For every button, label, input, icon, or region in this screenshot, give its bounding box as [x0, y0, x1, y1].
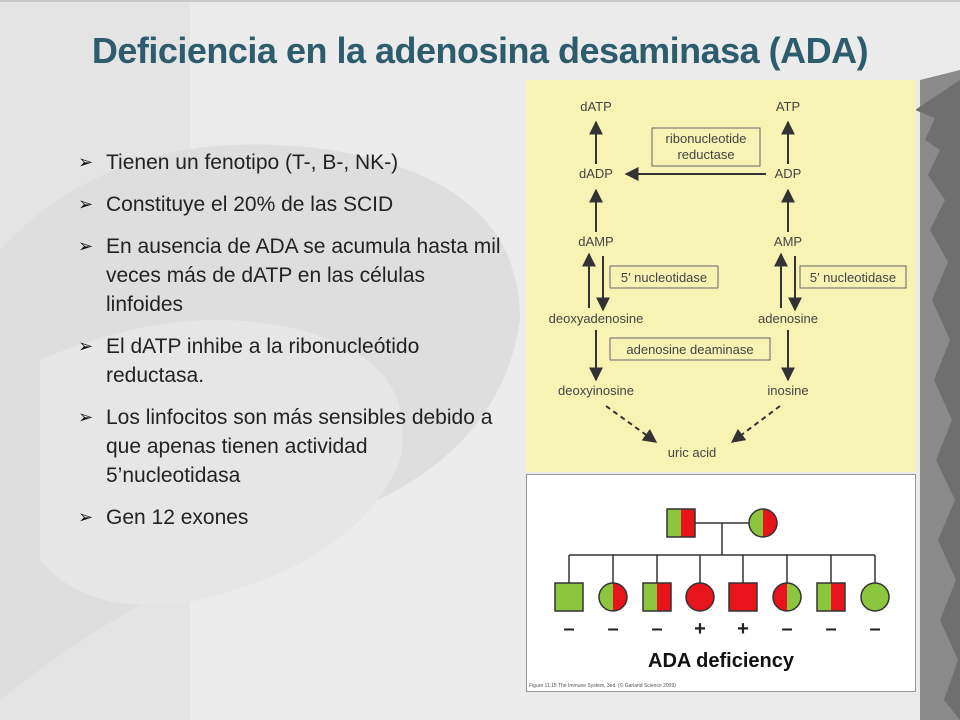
child-1-unaffected-male: [554, 582, 584, 612]
label-datp: dATP: [580, 99, 612, 114]
svg-text:5′ nucleotidase: 5′ nucleotidase: [621, 270, 707, 285]
father-carrier: [666, 508, 696, 538]
enzyme-box-5nt-right: 5′ nucleotidase: [799, 265, 907, 289]
label-uric-acid: uric acid: [668, 445, 716, 460]
bullet-list: ➢Tienen un fenotipo (T-, B-, NK-) ➢Const…: [76, 148, 506, 545]
svg-text:ribonucleotide: ribonucleotide: [666, 131, 747, 146]
bullet-item: ➢Tienen un fenotipo (T-, B-, NK-): [76, 148, 506, 177]
enzyme-box-ada: adenosine deaminase: [609, 337, 771, 361]
child-3-carrier-male: [642, 582, 672, 612]
svg-text:adenosine deaminase: adenosine deaminase: [626, 342, 753, 357]
sign-8: –: [869, 618, 880, 640]
label-adp: ADP: [775, 166, 802, 181]
svg-text:5′ nucleotidase: 5′ nucleotidase: [810, 270, 896, 285]
sign-6: –: [781, 618, 792, 640]
arrow-bullet-icon: ➢: [78, 236, 94, 256]
label-inosine: inosine: [767, 383, 808, 398]
bullet-item: ➢El dATP inhibe a la ribonucleótido redu…: [76, 332, 506, 390]
mother-carrier: [748, 508, 778, 538]
bullet-item: ➢Constituye el 20% de las SCID: [76, 190, 506, 219]
child-2-carrier-female: [598, 582, 628, 612]
sign-4: +: [694, 618, 706, 640]
label-deoxyinosine: deoxyinosine: [558, 383, 634, 398]
child-7-carrier-male: [816, 582, 846, 612]
sign-2: –: [607, 618, 618, 640]
bullet-item: ➢Gen 12 exones: [76, 503, 506, 532]
pathway-svg: dATP dADP dAMP deoxyadenosine deoxyinosi…: [549, 99, 907, 460]
figure-credit: Figure 11.15 The Immune System, 3ed. (© …: [529, 682, 676, 689]
sign-5: +: [737, 618, 749, 640]
arrow-bullet-icon: ➢: [78, 152, 94, 172]
enzyme-box-5nt-left: 5′ nucleotidase: [609, 265, 719, 289]
bullet-item: ➢Los linfocitos son más sensibles debido…: [76, 403, 506, 490]
genotype-signs: – – – + + – – –: [563, 618, 880, 640]
bullet-item: ➢En ausencia de ADA se acumula hasta mil…: [76, 232, 506, 319]
label-damp: dAMP: [578, 234, 613, 249]
pedigree-svg: – – – + + – – – ADA deficiency Figure 11…: [529, 508, 890, 689]
svg-text:reductase: reductase: [677, 147, 734, 162]
label-adenosine: adenosine: [758, 311, 818, 326]
pathway-arrows: [582, 120, 802, 443]
arrow-bullet-icon: ➢: [78, 507, 94, 527]
slide-title: Deficiencia en la adenosina desaminasa (…: [91, 30, 869, 71]
pedigree-caption: ADA deficiency: [648, 650, 795, 672]
pedigree-figure: – – – + + – – – ADA deficiency Figure 11…: [526, 474, 916, 692]
pedigree-lines: [568, 522, 876, 583]
sign-3: –: [651, 618, 662, 640]
arrow-bullet-icon: ➢: [78, 407, 94, 427]
child-8-unaffected-female: [860, 582, 890, 612]
sign-7: –: [825, 618, 836, 640]
child-4-affected-female: [685, 582, 715, 612]
label-atp: ATP: [776, 99, 800, 114]
arrow-bullet-icon: ➢: [78, 336, 94, 356]
label-dadp: dADP: [579, 166, 613, 181]
sign-1: –: [563, 618, 574, 640]
label-amp: AMP: [774, 234, 802, 249]
enzyme-box-rnr: ribonucleotide reductase: [651, 127, 761, 167]
child-6-carrier-female: [772, 582, 802, 612]
label-deoxyadenosine: deoxyadenosine: [549, 311, 644, 326]
child-5-affected-male: [728, 582, 758, 612]
arrow-bullet-icon: ➢: [78, 194, 94, 214]
purine-pathway-figure: dATP dADP dAMP deoxyadenosine deoxyinosi…: [526, 80, 916, 472]
